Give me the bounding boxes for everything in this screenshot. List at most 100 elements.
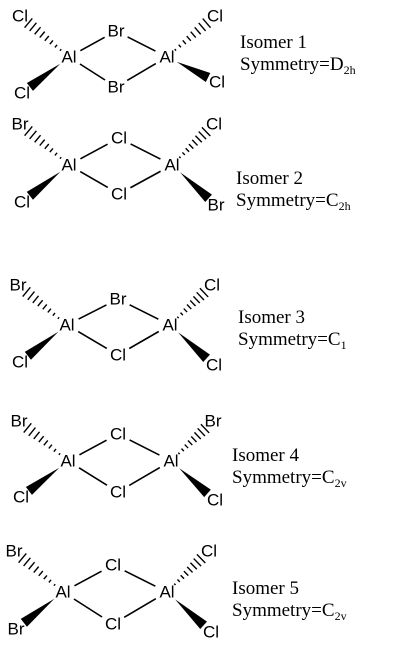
bridge-bond (74, 570, 102, 587)
symmetry-subscript: 2h (339, 199, 351, 213)
hashed-bond-dash (188, 143, 194, 150)
hashed-bond-dash (174, 48, 177, 52)
hashed-bond (173, 553, 206, 586)
atom-right-bottom: Br (208, 196, 225, 215)
symmetry-label: Symmetry=C2v (232, 600, 347, 623)
symmetry-prefix: Symmetry= (236, 190, 326, 211)
hashed-bond-dash (22, 286, 31, 298)
symmetry-label: Symmetry=C1 (238, 329, 347, 352)
hashed-bond-dash (53, 448, 57, 453)
wedge-bond (24, 331, 59, 360)
bridge-bond (129, 439, 160, 456)
hashed-bond-dash (196, 553, 206, 564)
atom-al-right: Al (159, 583, 174, 602)
atom-right-top: Cl (206, 115, 222, 134)
hashed-bond-dash (202, 18, 212, 29)
hashed-bond-dash (193, 558, 202, 567)
hashed-bond-dash (32, 295, 40, 304)
wedge-bond (178, 332, 210, 362)
atom-bridge-bottom: Br (108, 78, 125, 97)
hashed-bond-dash (42, 303, 48, 310)
symmetry-group: C (326, 190, 339, 211)
isomer-title: Isomer 3 (238, 307, 305, 328)
atom-bridge-bottom: Cl (105, 615, 121, 634)
bridge-bond (79, 170, 109, 189)
hashed-bond-dash (201, 126, 211, 137)
hashed-bond-dash (186, 35, 192, 42)
bridge-bond (127, 36, 156, 52)
hashed-bond-dash (191, 139, 199, 146)
hashed-bond-dash (27, 291, 35, 301)
bridge-bond (123, 597, 157, 619)
hashed-bond-dash (192, 295, 201, 304)
hashed-bond-dash (59, 156, 62, 160)
atom-left-top: Cl (12, 7, 28, 26)
wedge-bond (180, 172, 212, 202)
atom-al-left: Al (60, 452, 75, 471)
symmetry-group: C (322, 467, 335, 488)
atom-left-bottom: Cl (14, 193, 30, 212)
hashed-bond-dash (49, 39, 54, 45)
atom-bridge-top: Br (110, 290, 127, 309)
bridge-bond (130, 170, 161, 189)
bridge-bond (124, 570, 156, 587)
bridge-bond (126, 62, 157, 82)
isomer-title: Isomer 1 (240, 32, 307, 53)
atom-al-right: Al (163, 452, 178, 471)
symmetry-label: Symmetry=C2h (236, 190, 351, 213)
symmetry-prefix: Symmetry= (240, 54, 330, 75)
hashed-bond-dash (33, 431, 41, 440)
hashed-bond-dash (28, 561, 36, 570)
atom-bridge-top: Cl (111, 129, 127, 148)
hashed-bond-dash (18, 553, 27, 564)
hashed-bond-dash (180, 574, 185, 580)
atom-left-bottom: Br (8, 620, 25, 639)
hashed-bond-dash (189, 562, 198, 570)
hashed-bond-dash (54, 44, 58, 48)
atom-al-left: Al (61, 48, 76, 67)
wedge-bond (179, 468, 211, 498)
hashed-bond-dash (52, 312, 56, 317)
atom-al-left: Al (55, 583, 70, 602)
symmetry-subscript: 2h (344, 63, 356, 77)
bridge-bond (79, 439, 107, 456)
hashed-bond-dash (182, 39, 187, 45)
hashed-bond-dash (47, 308, 52, 313)
wedge-bond (25, 467, 60, 495)
hashed-bond-dash (48, 444, 53, 449)
wedge-bond (20, 598, 55, 627)
symmetry-prefix: Symmetry= (232, 467, 322, 488)
hashed-bond-dash (24, 126, 33, 137)
atom-right-bottom: Cl (209, 73, 225, 92)
atom-left-top: Br (6, 542, 23, 561)
hashed-bond-dash (54, 152, 58, 156)
symmetry-label: Symmetry=D2h (240, 54, 356, 77)
atom-al-right: Al (164, 156, 179, 175)
hashed-bond-dash (23, 557, 31, 567)
hashed-bond-dash (189, 299, 197, 307)
bridge-bond (130, 143, 161, 160)
hashed-bond-dash (178, 156, 182, 159)
hashed-bond (178, 126, 211, 159)
wedge-bond (176, 61, 211, 82)
bridge-bond (73, 598, 103, 618)
bridge-bond (79, 36, 106, 52)
atom-left-bottom: Cl (13, 488, 29, 507)
atom-bridge-bottom: Cl (110, 483, 126, 502)
hashed-bond-dash (38, 570, 44, 577)
hashed-bond-dash (38, 435, 45, 443)
symmetry-group: C (328, 329, 341, 350)
symmetry-group: D (330, 54, 344, 75)
hashed-bond-dash (53, 583, 56, 587)
atom-left-top: Br (11, 412, 28, 431)
hashed-bond-dash (185, 147, 190, 153)
hashed-bond (23, 422, 61, 456)
hashed-bond-dash (186, 566, 194, 573)
hashed-bond-dash (184, 444, 189, 449)
hashed-bond-dash (48, 579, 52, 583)
